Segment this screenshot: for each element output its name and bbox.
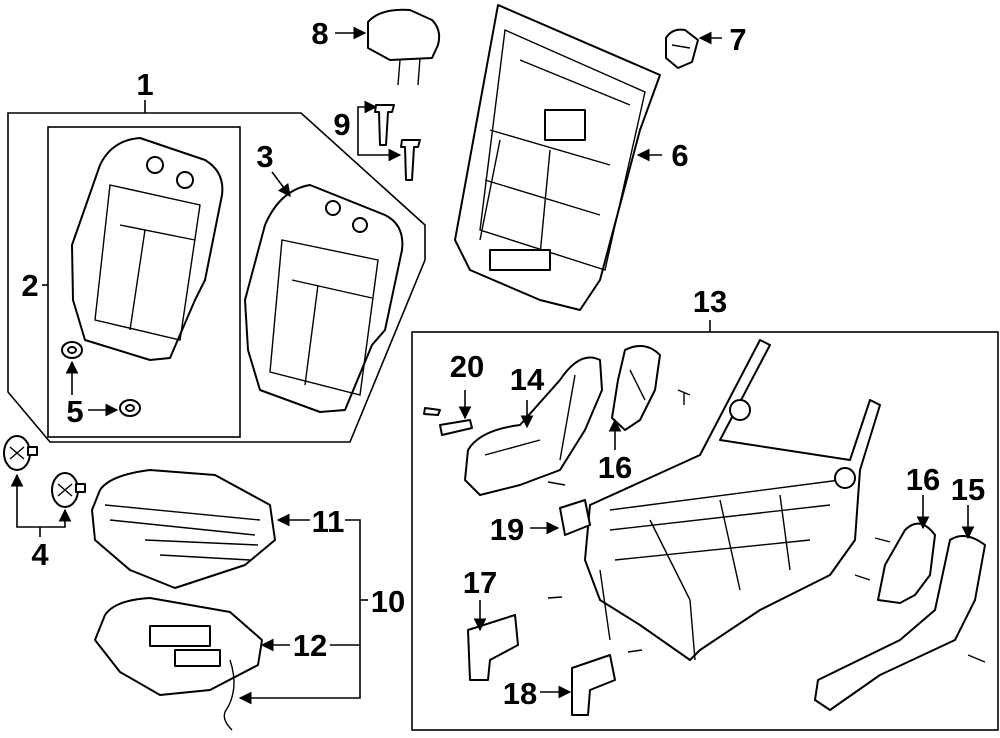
bracket-part-20: [423, 407, 473, 436]
callout-2: 2: [21, 268, 38, 303]
callout-1: 1: [136, 67, 153, 102]
grommet-part-5: [61, 341, 141, 417]
callout-20: 20: [450, 349, 484, 384]
callout-6: 6: [671, 138, 688, 173]
seat-cushion-cover-part-11: [91, 469, 276, 589]
callout-7: 7: [729, 22, 746, 57]
seat-back-cover-part-2: [71, 137, 224, 361]
leader-9: [357, 100, 402, 162]
callout-15: 15: [951, 472, 985, 507]
cover-part-17: [467, 614, 519, 681]
push-pin-part-4: [3, 435, 86, 508]
cover-part-16-upper: [611, 345, 661, 431]
screws: [547, 389, 986, 663]
bracket-part-19: [559, 499, 591, 536]
seat-frame-part-13: [584, 339, 881, 661]
clip-part-7: [665, 28, 699, 69]
callout-11: 11: [312, 504, 345, 539]
cover-part-16-lower: [877, 522, 936, 604]
seat-back-frame-part-6: [454, 4, 661, 311]
group-box-2: [47, 126, 241, 438]
leader-4: [10, 473, 72, 528]
callout-10: 10: [371, 584, 405, 619]
callout-8: 8: [311, 16, 328, 51]
bolt-part-9: [374, 104, 421, 181]
side-cover-part-14: [464, 356, 603, 496]
leader-10: [238, 519, 361, 705]
callout-17: 17: [463, 565, 497, 600]
callout-9: 9: [333, 107, 350, 142]
seat-cushion-pad-part-12: [94, 597, 263, 731]
callout-19: 19: [490, 512, 524, 547]
callout-5: 5: [66, 394, 83, 429]
callout-14: 14: [510, 362, 545, 397]
cover-part-18: [571, 654, 616, 716]
callout-18: 18: [503, 676, 537, 711]
seat-back-cover-part-3: [244, 184, 404, 413]
callout-4: 4: [31, 537, 49, 572]
group-box-13: [411, 331, 999, 731]
side-shield-part-15: [814, 535, 986, 711]
headrest-part-8: [367, 8, 441, 86]
leader-3: [271, 171, 291, 198]
callout-16-upper: 16: [598, 450, 632, 485]
group-box-1: [7, 112, 426, 443]
callout-3: 3: [256, 139, 273, 174]
callout-12: 12: [293, 628, 327, 663]
callout-16-lower: 16: [906, 462, 940, 497]
callout-13: 13: [693, 284, 727, 319]
